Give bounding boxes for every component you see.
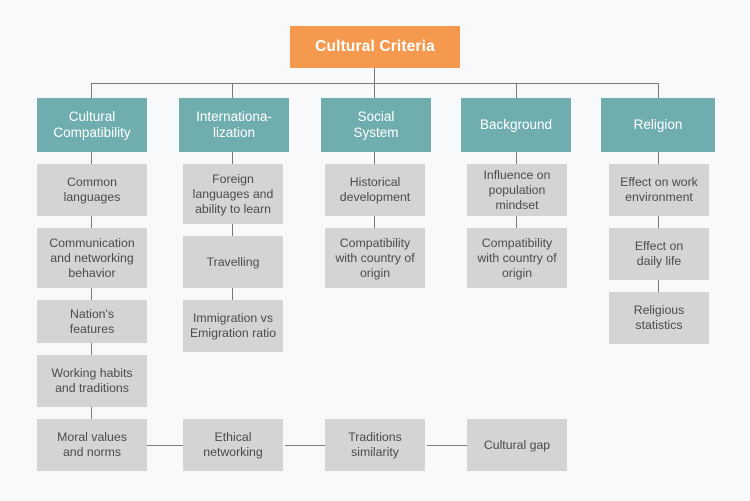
node-c1r4-label: Working habits and traditions xyxy=(51,366,133,395)
node-category-internationalization[interactable]: Internationa- lization xyxy=(179,98,289,152)
node-category-social-system[interactable]: Social System xyxy=(321,98,431,152)
node-c4r5-label: Cultural gap xyxy=(483,437,551,452)
node-category-background[interactable]: Background xyxy=(461,98,571,152)
connector-c1-r2-to-r3 xyxy=(91,288,92,300)
node-c1r5-label: Moral values and norms xyxy=(57,430,127,459)
node-root-cultural-criteria[interactable]: Cultural Criteria xyxy=(290,26,460,68)
node-c5r1-label: Effect on work environment xyxy=(620,175,698,204)
node-c3-traditions-similarity[interactable]: Traditions similarity xyxy=(325,419,425,471)
node-c2-foreign-languages-and-ability-to-learn[interactable]: Foreign languages and ability to learn xyxy=(183,164,283,224)
node-c2-immigration-vs-emigration-ratio[interactable]: Immigration vs Emigration ratio xyxy=(183,300,283,352)
connector-c3-r1-to-r2 xyxy=(374,216,375,228)
connector-c1-cat-to-r1 xyxy=(91,152,92,164)
connector-c1-r4-to-r5 xyxy=(91,407,92,419)
connector-c2-r1-to-r2 xyxy=(232,224,233,236)
node-category-4-label: Background xyxy=(479,116,553,132)
node-c5-effect-on-daily-life[interactable]: Effect on daily life xyxy=(609,228,709,280)
node-c3r2-label: Compatibility with country of origin xyxy=(335,235,415,280)
node-category-3-label: Social System xyxy=(353,108,399,140)
node-c3r5-label: Traditions similarity xyxy=(348,430,402,459)
node-category-cultural-compatibility[interactable]: Cultural Compatibility xyxy=(37,98,147,152)
connector-c5-r1-to-r2 xyxy=(658,216,659,228)
node-category-1-label: Cultural Compatibility xyxy=(53,108,131,140)
node-c2r5-label: Ethical networking xyxy=(203,430,263,459)
node-c4r1-label: Influence on population mindset xyxy=(483,167,551,212)
connector-bus-drop-4 xyxy=(516,83,517,98)
node-c3-historical-development[interactable]: Historical development xyxy=(325,164,425,216)
connector-c2-cat-to-r1 xyxy=(232,152,233,164)
connector-c1-r3-to-r4 xyxy=(91,343,92,355)
node-c2r3-label: Immigration vs Emigration ratio xyxy=(189,311,277,340)
connector-bottom-1-2 xyxy=(144,445,184,446)
node-c1r2-label: Communication and networking behavior xyxy=(49,235,135,280)
node-category-2-label: Internationa- lization xyxy=(196,108,272,140)
node-c1-moral-values-and-norms[interactable]: Moral values and norms xyxy=(37,419,147,471)
node-c3-compatibility-with-country-of-origin[interactable]: Compatibility with country of origin xyxy=(325,228,425,288)
node-c5r3-label: Religious statistics xyxy=(633,303,685,332)
connector-c2-r2-to-r3 xyxy=(232,288,233,300)
node-c2-ethical-networking[interactable]: Ethical networking xyxy=(183,419,283,471)
node-c4-compatibility-with-country-of-origin[interactable]: Compatibility with country of origin xyxy=(467,228,567,288)
node-root-label: Cultural Criteria xyxy=(315,37,435,55)
node-c4-cultural-gap[interactable]: Cultural gap xyxy=(467,419,567,471)
node-c1r3-label: Nation's features xyxy=(69,306,115,336)
node-category-religion[interactable]: Religion xyxy=(601,98,715,152)
connector-c3-cat-to-r1 xyxy=(374,152,375,164)
connector-c4-r1-to-r2 xyxy=(516,216,517,228)
connector-c4-cat-to-r1 xyxy=(516,152,517,164)
node-c5r2-label: Effect on daily life xyxy=(634,239,684,268)
node-c4r2-label: Compatibility with country of origin xyxy=(477,235,557,280)
connector-bus-drop-2 xyxy=(232,83,233,98)
node-c3r1-label: Historical development xyxy=(339,175,411,204)
node-c1-communication-and-networking-behavior[interactable]: Communication and networking behavior xyxy=(37,228,147,288)
connector-c1-r1-to-r2 xyxy=(91,216,92,228)
node-c5-religious-statistics[interactable]: Religious statistics xyxy=(609,292,709,344)
node-c1-common-languages[interactable]: Common languages xyxy=(37,164,147,216)
node-c1-nations-features[interactable]: Nation's features xyxy=(37,300,147,343)
node-c5-effect-on-work-environment[interactable]: Effect on work environment xyxy=(609,164,709,216)
connector-bus-drop-3 xyxy=(374,83,375,98)
node-category-5-label: Religion xyxy=(633,116,683,132)
connector-bottom-3-4 xyxy=(427,445,467,446)
connector-bottom-2-3 xyxy=(285,445,325,446)
node-c4-influence-on-population-mindset[interactable]: Influence on population mindset xyxy=(467,164,567,216)
node-c1-working-habits-and-traditions[interactable]: Working habits and traditions xyxy=(37,355,147,407)
connector-bus-drop-1 xyxy=(91,83,92,98)
node-c1r1-label: Common languages xyxy=(63,175,121,204)
connector-c5-r2-to-r3 xyxy=(658,280,659,292)
node-c2-travelling[interactable]: Travelling xyxy=(183,236,283,288)
connector-c5-cat-to-r1 xyxy=(658,152,659,164)
connector-bus-drop-5 xyxy=(658,83,659,98)
node-c2r1-label: Foreign languages and ability to learn xyxy=(192,171,274,216)
node-c2r2-label: Travelling xyxy=(206,254,260,269)
connector-root-stem xyxy=(374,68,375,83)
